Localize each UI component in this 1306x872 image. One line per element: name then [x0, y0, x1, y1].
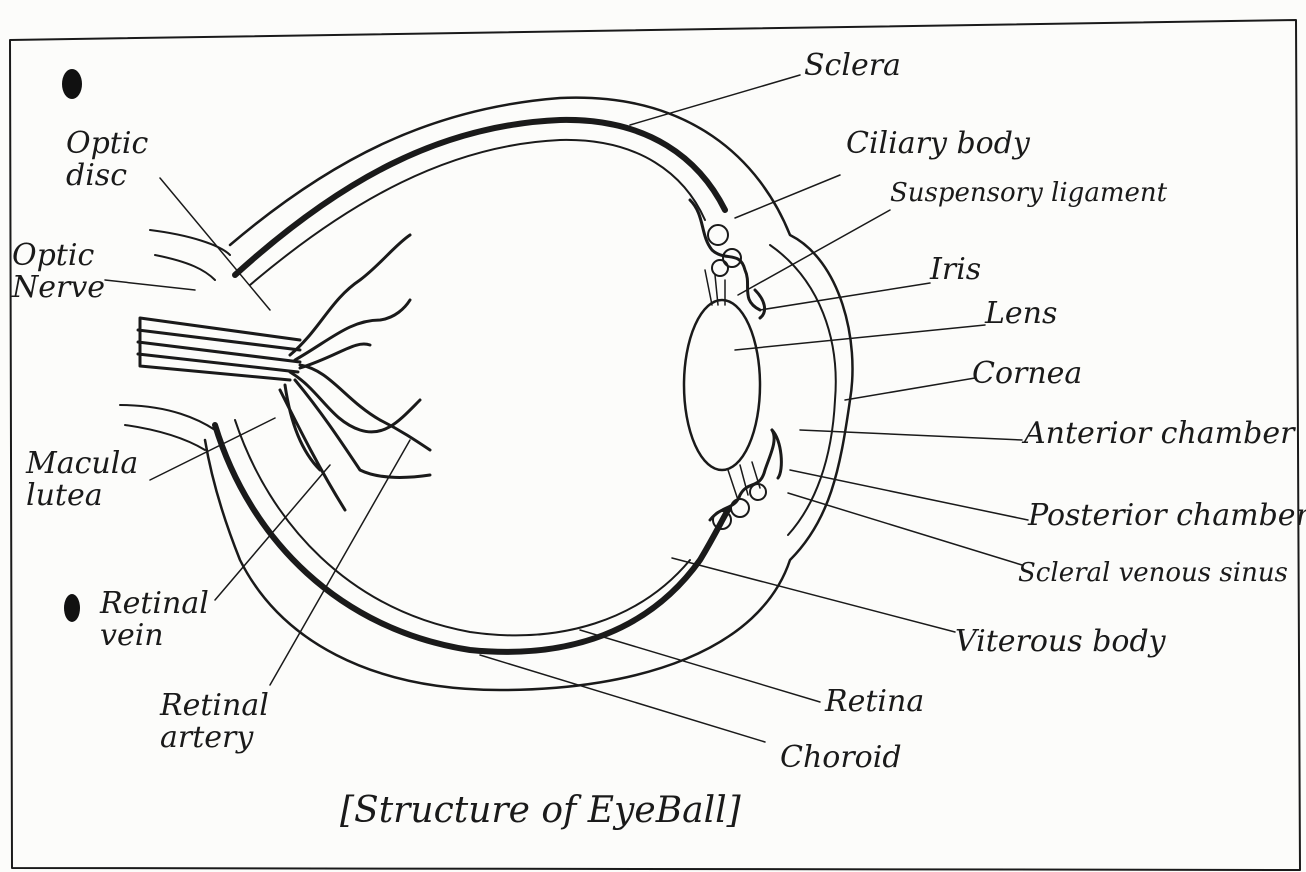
- label-cornea: Cornea: [972, 358, 1082, 390]
- label-suspensory-ligament: Suspensory ligament: [890, 180, 1167, 207]
- leader-lines: [105, 75, 1028, 742]
- sclera-outline: [205, 98, 853, 690]
- label-lens: Lens: [985, 298, 1057, 330]
- retinal-vessels: [280, 235, 430, 510]
- cornea-outline: [770, 245, 836, 535]
- choroid-band-lower: [215, 425, 728, 652]
- label-sclera: Sclera: [804, 50, 901, 82]
- label-ciliary-body: Ciliary body: [846, 128, 1030, 160]
- punch-hole-bottom: [64, 594, 80, 622]
- retina-line: [250, 140, 705, 285]
- label-scleral-venous-sinus: Scleral venous sinus: [1018, 560, 1288, 587]
- iris-upper: [755, 290, 765, 318]
- choroid-band: [235, 120, 725, 275]
- label-viterous-body: Viterous body: [955, 626, 1166, 658]
- label-retina: Retina: [825, 686, 924, 718]
- retina-line-lower: [235, 420, 690, 635]
- punch-hole-top: [62, 69, 82, 99]
- lens-shape: [684, 300, 760, 470]
- label-posterior-chamber: Posterior chamber: [1028, 500, 1306, 532]
- diagram-caption: [Structure of EyeBall]: [340, 790, 741, 831]
- label-choroid: Choroid: [780, 742, 902, 774]
- label-iris: Iris: [930, 254, 981, 286]
- optic-nerve: [138, 318, 300, 380]
- label-anterior-chamber: Anterior chamber: [1024, 418, 1294, 450]
